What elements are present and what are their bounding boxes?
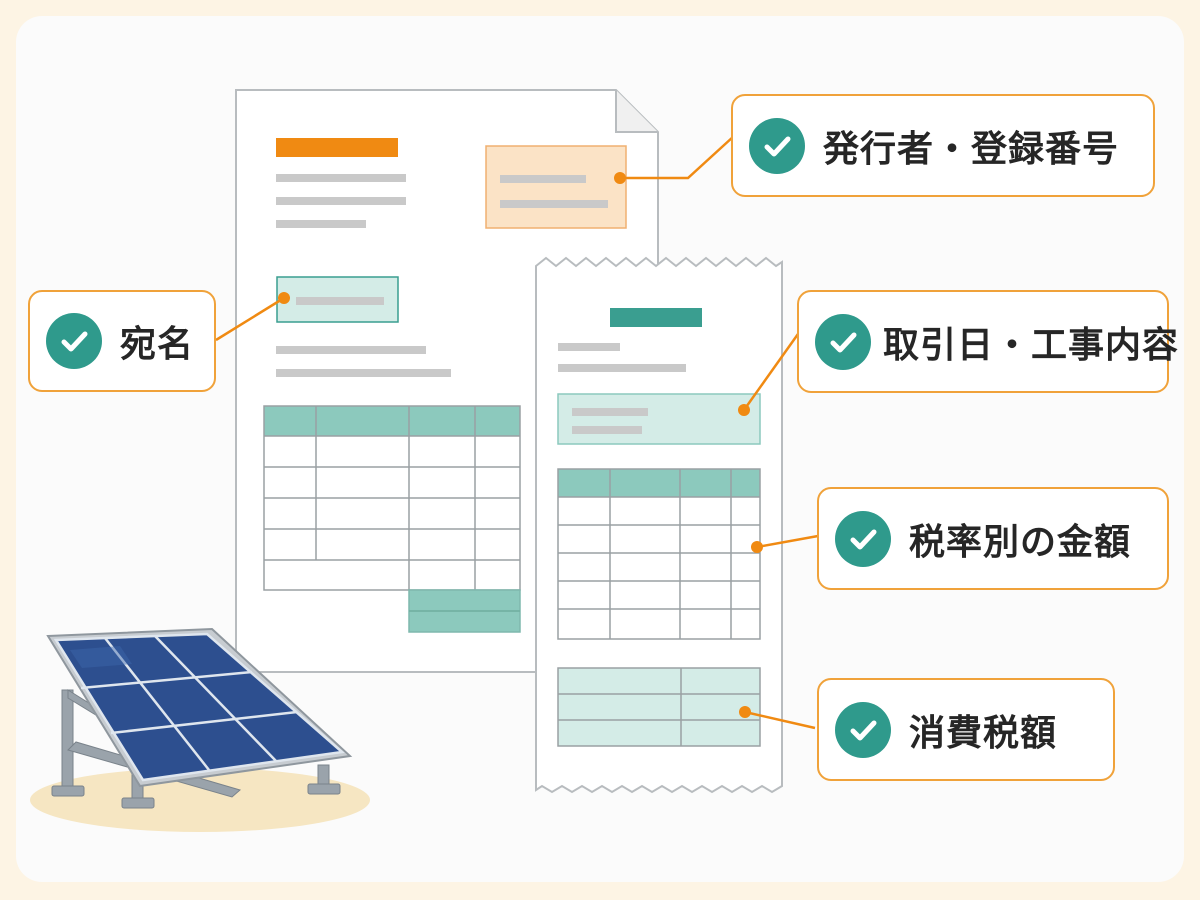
ground-shadow [30, 768, 370, 832]
solar-panel-icon [46, 627, 353, 809]
callout-transaction-details: 取引日・工事内容 [797, 290, 1178, 393]
check-circle-icon [749, 117, 805, 174]
issuer-field-box [485, 145, 627, 229]
callout-label: 消費税額 [909, 712, 1058, 754]
callout-tax-rate-amount: 税率別の金額 [817, 487, 1169, 590]
connector-recipient [215, 296, 285, 342]
receipt-tax-table [557, 667, 761, 747]
callout-label: 税率別の金額 [909, 521, 1132, 563]
receipt-title-bar [610, 308, 702, 327]
invoice-table [263, 405, 521, 633]
receipt-table [557, 468, 761, 640]
check-circle-icon [835, 510, 891, 567]
connector-transaction [742, 333, 800, 411]
callout-recipient: 宛名 [28, 290, 216, 392]
connector-issuer [620, 135, 735, 180]
connector-consumption-tax [744, 710, 816, 730]
check-circle-icon [815, 313, 871, 370]
check-circle-icon [835, 701, 891, 758]
connector-tax-rate [756, 534, 819, 549]
callout-consumption-tax: 消費税額 [817, 678, 1115, 781]
connector-lines [215, 135, 819, 730]
callout-label: 宛名 [120, 324, 195, 365]
callout-label: 取引日・工事内容 [883, 324, 1180, 366]
invoice-title-bar [276, 138, 398, 157]
transaction-field-box [557, 393, 761, 445]
callout-label: 発行者・登録番号 [823, 128, 1120, 170]
callout-issuer-registration: 発行者・登録番号 [731, 94, 1155, 197]
connector-dots [278, 172, 763, 718]
receipt-document [535, 256, 783, 794]
check-circle-icon [46, 313, 102, 369]
